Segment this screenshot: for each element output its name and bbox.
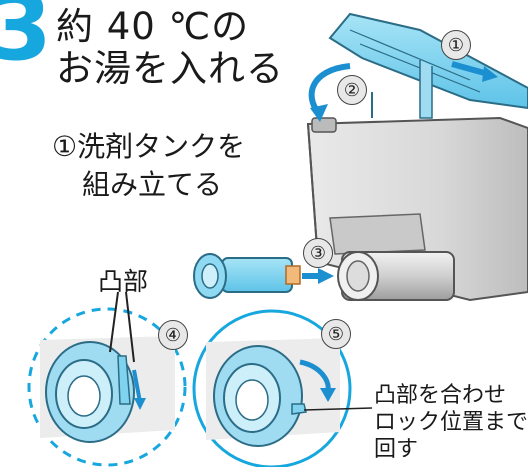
protrusion-label: 凸部 (98, 267, 149, 296)
title-line-1: 約 40 ℃の (56, 5, 250, 48)
marker-1: ① (441, 30, 471, 60)
marker-4: ④ (158, 320, 188, 350)
tank-outlet-pipe (337, 251, 455, 301)
tank-lid (328, 12, 528, 119)
title-line-2: お湯を入れる (56, 47, 284, 90)
instruction-line-1: 凸部を合わせ (374, 383, 507, 408)
blue-connector (193, 253, 301, 299)
substep-line-1: ①洗剤タンクを (52, 130, 246, 163)
step-number: 3 (0, 0, 53, 81)
instruction-line-2: ロック位置まで (374, 410, 528, 435)
detail-circle-left (27, 307, 187, 467)
instruction-text: 凸部を合わせ ロック位置まで 回す (374, 382, 528, 463)
marker-3: ③ (303, 238, 333, 268)
page-title: 約 40 ℃の お湯を入れる (56, 6, 284, 90)
marker-2: ② (337, 75, 367, 105)
instruction-line-3: 回す (374, 437, 419, 462)
substep-line-2: 組み立てる (82, 168, 223, 201)
arrow-step2-icon (308, 63, 351, 114)
detail-circle-right (192, 309, 352, 467)
marker-5: ⑤ (321, 319, 351, 349)
arrow-step1-icon (451, 61, 489, 77)
